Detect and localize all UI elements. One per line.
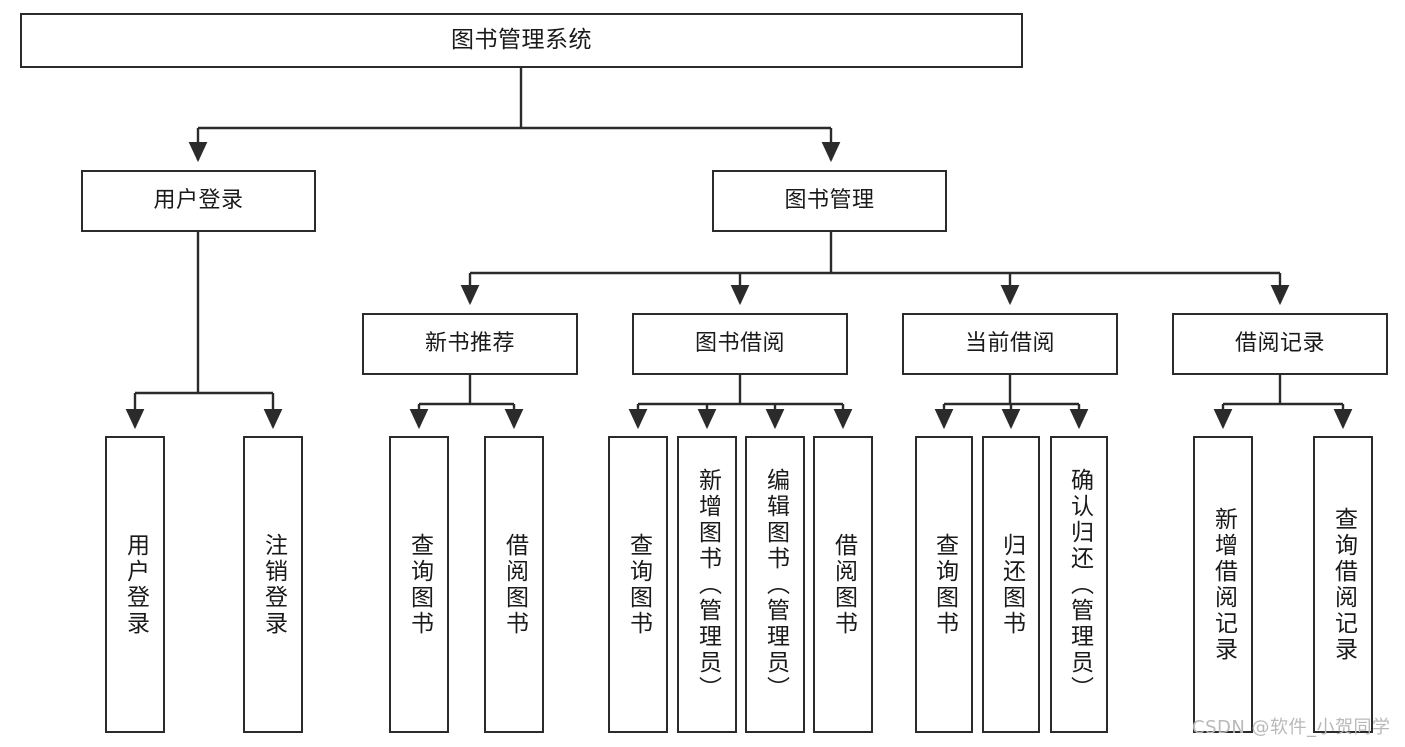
node-book-manage[interactable]: 图书管理 (712, 170, 947, 232)
node-leaf-query-book-1[interactable]: 查询图书 (389, 436, 449, 733)
node-leaf-add-record-label: 新增借阅记录 (1210, 506, 1237, 663)
node-leaf-edit-book-label: 编辑图书（管理员） (762, 467, 789, 702)
node-leaf-query-book-3[interactable]: 查询图书 (915, 436, 973, 733)
node-leaf-confirm-return-label: 确认归还（管理员） (1066, 467, 1093, 702)
node-leaf-confirm-return[interactable]: 确认归还（管理员） (1050, 436, 1108, 733)
node-leaf-add-book-label: 新增图书（管理员） (694, 467, 721, 702)
node-leaf-add-book[interactable]: 新增图书（管理员） (677, 436, 737, 733)
node-leaf-return-book-label: 归还图书 (998, 532, 1025, 637)
node-user-login-label: 用户登录 (153, 188, 244, 214)
node-root[interactable]: 图书管理系统 (20, 13, 1023, 68)
node-book-borrow-label: 图书借阅 (694, 331, 785, 357)
node-leaf-edit-book[interactable]: 编辑图书（管理员） (745, 436, 805, 733)
node-leaf-query-book-2[interactable]: 查询图书 (608, 436, 668, 733)
node-user-login[interactable]: 用户登录 (81, 170, 316, 232)
node-leaf-borrow-book-1[interactable]: 借阅图书 (484, 436, 544, 733)
node-leaf-query-record-label: 查询借阅记录 (1330, 506, 1357, 663)
node-leaf-query-book-2-label: 查询图书 (625, 532, 652, 637)
node-current-borrow-label: 当前借阅 (964, 331, 1055, 357)
node-book-manage-label: 图书管理 (784, 188, 875, 214)
node-leaf-borrow-book-1-label: 借阅图书 (501, 532, 528, 637)
node-leaf-user-login-label: 用户登录 (122, 532, 149, 637)
node-current-borrow[interactable]: 当前借阅 (902, 313, 1118, 375)
node-leaf-return-book[interactable]: 归还图书 (982, 436, 1040, 733)
node-leaf-logout-label: 注销登录 (260, 532, 287, 637)
node-leaf-logout[interactable]: 注销登录 (243, 436, 303, 733)
csdn-watermark: CSDN @软件_小贺同学 (1192, 717, 1391, 738)
node-leaf-user-login[interactable]: 用户登录 (105, 436, 165, 733)
node-new-book-rec[interactable]: 新书推荐 (362, 313, 578, 375)
node-book-borrow[interactable]: 图书借阅 (632, 313, 848, 375)
node-leaf-query-book-3-label: 查询图书 (931, 532, 958, 637)
node-new-book-rec-label: 新书推荐 (424, 331, 515, 357)
node-leaf-add-record[interactable]: 新增借阅记录 (1193, 436, 1253, 733)
node-root-label: 图书管理系统 (451, 26, 592, 53)
node-borrow-record-label: 借阅记录 (1234, 331, 1325, 357)
node-leaf-borrow-book-2-label: 借阅图书 (830, 532, 857, 637)
node-leaf-borrow-book-2[interactable]: 借阅图书 (813, 436, 873, 733)
node-leaf-query-book-1-label: 查询图书 (406, 532, 433, 637)
node-leaf-query-record[interactable]: 查询借阅记录 (1313, 436, 1373, 733)
node-borrow-record[interactable]: 借阅记录 (1172, 313, 1388, 375)
